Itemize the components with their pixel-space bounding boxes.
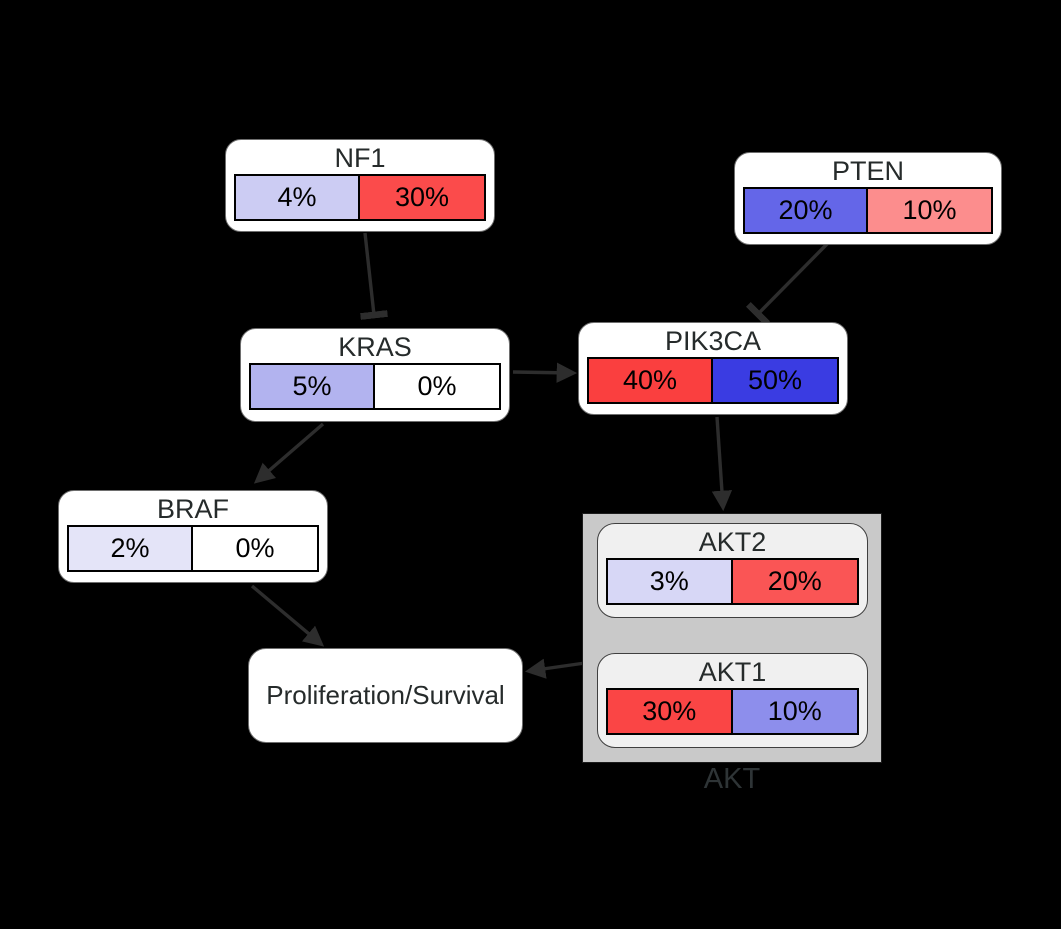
alteration-bar-akt1: 30% 10% xyxy=(606,688,859,735)
gene-title-akt2: AKT2 xyxy=(698,527,767,557)
edge-kras-pik3ca-activation xyxy=(512,362,578,383)
bar-segment-right: 20% xyxy=(732,560,857,603)
bar-segment-left: 4% xyxy=(236,176,360,219)
alteration-bar-pten: 20% 10% xyxy=(743,187,993,234)
gene-title-kras: KRAS xyxy=(338,332,412,362)
edge-pik3ca-akt-activation xyxy=(711,416,733,512)
edge-pten-pik3ca-inhibition xyxy=(745,241,830,326)
gene-title-akt1: AKT1 xyxy=(698,657,767,687)
bar-segment-left: 30% xyxy=(608,690,733,733)
bar-segment-right: 10% xyxy=(868,189,991,232)
gene-title-nf1: NF1 xyxy=(334,143,386,173)
bar-segment-right: 10% xyxy=(732,690,857,733)
gene-node-akt2[interactable]: AKT2 3% 20% xyxy=(597,523,868,618)
gene-title-pik3ca: PIK3CA xyxy=(664,326,762,356)
bar-segment-left: 40% xyxy=(589,359,713,402)
edge-akt-proliferation-activation xyxy=(524,658,586,679)
alteration-bar-pik3ca: 40% 50% xyxy=(587,357,839,404)
bar-segment-left: 2% xyxy=(69,527,193,570)
bar-segment-right: 0% xyxy=(375,365,499,408)
bar-segment-right: 50% xyxy=(713,359,837,402)
process-node-proliferation-survival[interactable]: Proliferation/Survival xyxy=(248,648,523,743)
alteration-bar-kras: 5% 0% xyxy=(249,363,501,410)
gene-node-pik3ca[interactable]: PIK3CA 40% 50% xyxy=(578,322,848,415)
bar-segment-left: 5% xyxy=(251,365,375,408)
bar-segment-right: 30% xyxy=(360,176,484,219)
alteration-bar-akt2: 3% 20% xyxy=(606,558,859,605)
bar-segment-left: 20% xyxy=(745,189,868,232)
edge-kras-braf-activation xyxy=(253,422,325,484)
gene-title-pten: PTEN xyxy=(831,156,904,186)
gene-title-braf: BRAF xyxy=(156,494,229,524)
gene-node-kras[interactable]: KRAS 5% 0% xyxy=(240,328,510,422)
edge-braf-proliferation-activation xyxy=(250,584,325,647)
alteration-bar-nf1: 4% 30% xyxy=(234,174,486,221)
bar-segment-left: 3% xyxy=(608,560,733,603)
alteration-bar-braf: 2% 0% xyxy=(67,525,319,572)
gene-node-braf[interactable]: BRAF 2% 0% xyxy=(58,490,328,583)
edge-nf1-kras-inhibition xyxy=(360,232,388,320)
gene-node-pten[interactable]: PTEN 20% 10% xyxy=(734,152,1002,245)
gene-node-nf1[interactable]: NF1 4% 30% xyxy=(225,139,495,232)
gene-node-akt1[interactable]: AKT1 30% 10% xyxy=(597,653,868,748)
group-label-akt: AKT xyxy=(703,763,761,795)
bar-segment-right: 0% xyxy=(193,527,317,570)
